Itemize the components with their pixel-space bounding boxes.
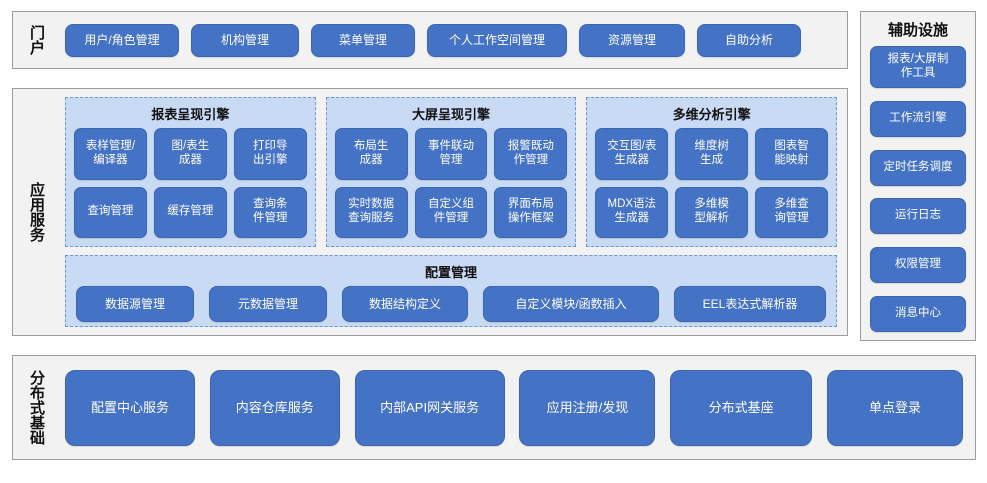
configuration-management-group: 配置管理 数据源管理元数据管理数据结构定义自定义模块/函数插入 EEL表达式解析器 bbox=[65, 255, 837, 327]
engine-title-1: 大屏呈现引擎 bbox=[412, 107, 491, 122]
engine-grid-1: 布局生 成器事件联动 管理报警既动 作管理实时数据 查询服务自定义组 件管理界面… bbox=[334, 128, 568, 238]
config-node-3[interactable]: 自定义模块/函数插入 bbox=[483, 286, 659, 322]
config-node-2[interactable]: 数据结构定义 bbox=[342, 286, 468, 322]
engine-grid-2: 交互图/表 生成器维度树 生成图表智 能映射 MDX语法 生成器多维模 型解析多维… bbox=[595, 128, 829, 238]
engine-0-node-0[interactable]: 表样管理/ 编译器 bbox=[74, 128, 147, 180]
distributed-node-0[interactable]: 配置中心服务 bbox=[65, 369, 195, 446]
distributed-node-3[interactable]: 应用注册/发现 bbox=[519, 369, 656, 446]
engine-1-node-3[interactable]: 实时数据 查询服务 bbox=[334, 186, 408, 238]
config-node-0[interactable]: 数据源管理 bbox=[76, 286, 194, 322]
portal-node-0[interactable]: 用户/角色管理 bbox=[65, 23, 179, 57]
auxiliary-facilities-panel: 辅助设施 报表/大屏制 作工具工作流引擎定时任务调度运行日志权限管理消息中心 bbox=[860, 11, 976, 341]
engine-0-node-5[interactable]: 查询条 件管理 bbox=[233, 186, 307, 238]
aux-node-1[interactable]: 工作流引擎 bbox=[870, 100, 966, 137]
engine-1-node-5[interactable]: 界面布局 操作框架 bbox=[494, 186, 568, 238]
aux-node-3[interactable]: 运行日志 bbox=[870, 198, 966, 235]
application-services-band-label: 应用服务 bbox=[27, 182, 45, 242]
application-services-body: 报表呈现引擎表样管理/ 编译器图/表生 成器打印导 出引擎查询管理缓存管理查询条… bbox=[65, 97, 838, 327]
config-node-4[interactable]: EEL表达式解析器 bbox=[674, 286, 826, 322]
portal-band-label: 门户 bbox=[27, 25, 45, 55]
engine-2-node-5[interactable]: 多维查 询管理 bbox=[755, 186, 829, 238]
portal-node-4[interactable]: 资源管理 bbox=[579, 23, 685, 57]
auxiliary-facilities-title: 辅助设施 bbox=[887, 22, 948, 39]
portal-node-row: 用户/角色管理机构管理菜单管理个人工作空间管理资源管理自助分析 bbox=[65, 12, 839, 68]
aux-node-4[interactable]: 权限管理 bbox=[870, 247, 966, 284]
engine-1-node-2[interactable]: 报警既动 作管理 bbox=[494, 128, 568, 180]
distributed-node-1[interactable]: 内容仓库服务 bbox=[209, 369, 340, 446]
distributed-node-2[interactable]: 内部API网关服务 bbox=[354, 369, 505, 446]
engine-2-node-3[interactable]: MDX语法 生成器 bbox=[595, 186, 669, 238]
engine-2-node-0[interactable]: 交互图/表 生成器 bbox=[595, 128, 669, 180]
distributed-foundation-row: 配置中心服务内容仓库服务内部API网关服务应用注册/发现分布式基座单点登录 bbox=[65, 356, 963, 459]
distributed-foundation-band-label: 分布式基础 bbox=[27, 370, 45, 445]
engine-group-1: 大屏呈现引擎布局生 成器事件联动 管理报警既动 作管理实时数据 查询服务自定义组… bbox=[325, 97, 577, 247]
portal-node-1[interactable]: 机构管理 bbox=[191, 23, 299, 57]
engine-0-node-2[interactable]: 打印导 出引擎 bbox=[233, 128, 307, 180]
application-services-panel: 应用服务 报表呈现引擎表样管理/ 编译器图/表生 成器打印导 出引擎查询管理缓存… bbox=[12, 88, 848, 336]
aux-node-2[interactable]: 定时任务调度 bbox=[870, 149, 966, 186]
engine-1-node-0[interactable]: 布局生 成器 bbox=[334, 128, 408, 180]
engine-2-node-2[interactable]: 图表智 能映射 bbox=[755, 128, 829, 180]
aux-node-5[interactable]: 消息中心 bbox=[870, 295, 966, 332]
engine-2-node-1[interactable]: 维度树 生成 bbox=[675, 128, 749, 180]
engine-grid-0: 表样管理/ 编译器图/表生 成器打印导 出引擎查询管理缓存管理查询条 件管理 bbox=[74, 128, 307, 238]
portal-node-2[interactable]: 菜单管理 bbox=[311, 23, 415, 57]
engine-1-node-4[interactable]: 自定义组 件管理 bbox=[414, 186, 488, 238]
engine-title-2: 多维分析引擎 bbox=[672, 107, 751, 122]
configuration-management-row: 数据源管理元数据管理数据结构定义自定义模块/函数插入 EEL表达式解析器 bbox=[76, 286, 826, 322]
portal-node-3[interactable]: 个人工作空间管理 bbox=[427, 23, 567, 57]
distributed-node-5[interactable]: 单点登录 bbox=[826, 369, 963, 446]
distributed-node-4[interactable]: 分布式基座 bbox=[670, 369, 813, 446]
engine-0-node-1[interactable]: 图/表生 成器 bbox=[153, 128, 227, 180]
engine-group-2: 多维分析引擎交互图/表 生成器维度树 生成图表智 能映射 MDX语法 生成器多维模… bbox=[586, 97, 838, 247]
engines-row: 报表呈现引擎表样管理/ 编译器图/表生 成器打印导 出引擎查询管理缓存管理查询条… bbox=[65, 97, 838, 247]
engine-0-node-3[interactable]: 查询管理 bbox=[74, 186, 147, 238]
aux-node-0[interactable]: 报表/大屏制 作工具 bbox=[870, 46, 966, 88]
engine-group-0: 报表呈现引擎表样管理/ 编译器图/表生 成器打印导 出引擎查询管理缓存管理查询条… bbox=[65, 97, 316, 247]
config-node-1[interactable]: 元数据管理 bbox=[209, 286, 327, 322]
portal-node-5[interactable]: 自助分析 bbox=[697, 23, 801, 57]
portal-layer-panel: 门户 用户/角色管理机构管理菜单管理个人工作空间管理资源管理自助分析 bbox=[12, 11, 848, 69]
auxiliary-facilities-list: 报表/大屏制 作工具工作流引擎定时任务调度运行日志权限管理消息中心 bbox=[870, 46, 966, 332]
engine-title-0: 报表呈现引擎 bbox=[151, 107, 230, 122]
engine-2-node-4[interactable]: 多维模 型解析 bbox=[675, 186, 749, 238]
distributed-foundation-panel: 分布式基础 配置中心服务内容仓库服务内部API网关服务应用注册/发现分布式基座单… bbox=[12, 355, 976, 460]
engine-1-node-1[interactable]: 事件联动 管理 bbox=[414, 128, 488, 180]
configuration-management-title: 配置管理 bbox=[424, 265, 477, 280]
engine-0-node-4[interactable]: 缓存管理 bbox=[153, 186, 227, 238]
